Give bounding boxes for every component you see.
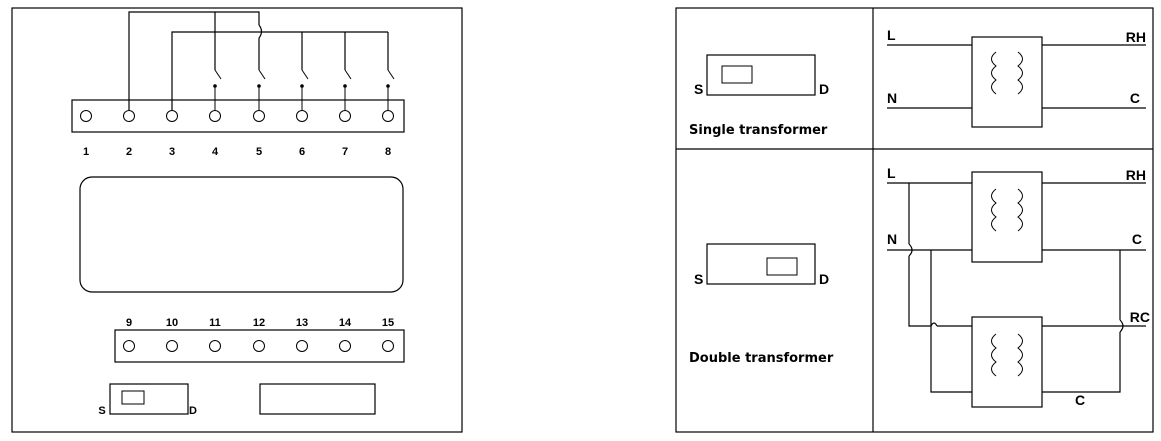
display-window [79, 176, 404, 293]
terminal-label: 3 [169, 146, 175, 158]
label-box [259, 383, 376, 415]
single-transformer-schematic [887, 36, 1146, 128]
terminal-label: 2 [126, 146, 132, 158]
switch-d-label: D [189, 405, 197, 417]
double-l-label: L [887, 165, 896, 181]
terminal-label: 15 [382, 317, 394, 329]
terminal-label: 8 [385, 146, 391, 158]
terminal-label: 10 [166, 317, 178, 329]
double-transformer-schematic [887, 171, 1146, 408]
bottom-terminal-labels: 9 10 11 12 13 14 15 [126, 317, 394, 329]
transformer-table [675, 7, 1154, 433]
double-c2-label: C [1075, 392, 1085, 408]
double-switch-s-label: S [694, 271, 703, 287]
terminal-label: 7 [342, 146, 348, 158]
double-rc-label: RC [1130, 309, 1150, 325]
bottom-terminal-holes [123, 340, 394, 352]
selector-switch [109, 383, 189, 415]
relay-switches [213, 69, 395, 110]
single-switch-s-label: S [694, 81, 703, 97]
single-switch [706, 54, 816, 96]
double-switch-d-label: D [819, 271, 829, 287]
terminal-label: 14 [339, 317, 352, 329]
terminal-label: 1 [83, 146, 89, 158]
single-c-label: C [1130, 90, 1140, 106]
double-n-label: N [887, 231, 897, 247]
single-transformer-caption: Single transformer [689, 123, 828, 138]
double-rh-label: RH [1126, 167, 1146, 183]
double-transformer-caption: Double transformer [689, 351, 834, 366]
double-switch [706, 243, 816, 285]
single-n-label: N [887, 90, 897, 106]
terminal-label: 9 [126, 317, 132, 329]
wire-terminal-2 [128, 11, 260, 110]
double-c-label: C [1132, 231, 1142, 247]
terminal-label: 12 [253, 317, 265, 329]
wire-common-bus [171, 31, 389, 110]
single-l-label: L [887, 27, 896, 43]
terminal-label: 5 [256, 146, 262, 158]
single-switch-d-label: D [819, 81, 829, 97]
top-terminal-labels: 1 2 3 4 5 6 7 8 [83, 146, 391, 158]
top-terminal-holes [80, 110, 394, 122]
terminal-label: 4 [212, 146, 219, 158]
terminal-label: 11 [209, 317, 221, 329]
bottom-terminal-block [114, 329, 405, 363]
terminal-label: 13 [296, 317, 308, 329]
table-grid [676, 8, 1153, 432]
switch-s-label: S [98, 405, 105, 417]
single-rh-label: RH [1126, 29, 1146, 45]
top-terminal-block [71, 99, 405, 133]
terminal-label: 6 [299, 146, 305, 158]
device-outline [11, 7, 463, 433]
